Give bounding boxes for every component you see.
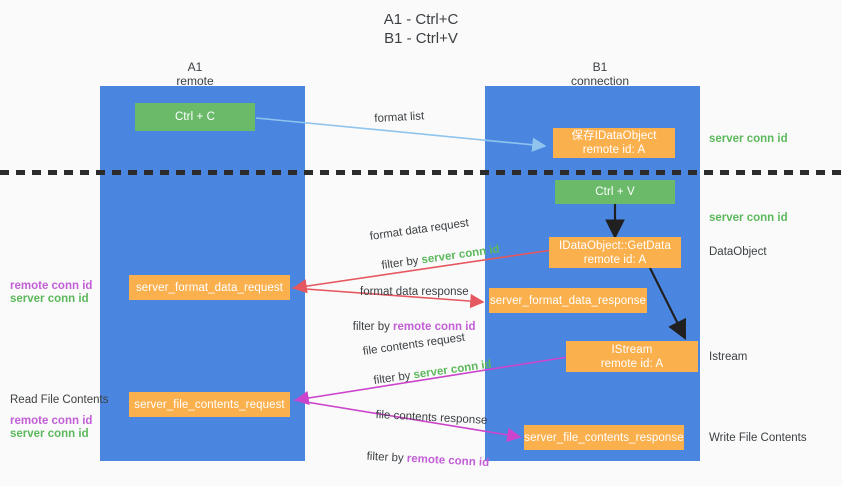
box-idataobject-getdata[interactable]: IDataObject::GetData remote id: A bbox=[549, 237, 681, 268]
label-server-conn-id-mid: server conn id bbox=[709, 212, 788, 224]
filter-by-prefix-2: filter by bbox=[352, 321, 394, 333]
label-remote-conn-id-1: remote conn id bbox=[10, 280, 93, 292]
edge-label-file-contents-response: file contents response bbox=[375, 408, 488, 427]
filter-by-prefix-4: filter by bbox=[366, 450, 408, 465]
box-server-format-data-response[interactable]: server_format_data_response bbox=[489, 288, 647, 313]
phase-divider bbox=[0, 170, 842, 175]
box-server-format-data-request[interactable]: server_format_data_request bbox=[129, 275, 290, 300]
filter-by-prefix-3: filter by bbox=[372, 369, 415, 387]
edge-label-filter-by-remote-conn-id-2: filter by remote conn id bbox=[353, 434, 491, 486]
label-server-conn-id-2: server conn id bbox=[10, 428, 89, 440]
box-save-idataobject[interactable]: 保存IDataObject remote id: A bbox=[553, 128, 675, 158]
filter-by-value-2: remote conn id bbox=[393, 321, 476, 333]
lane-header-b1: B1 connection bbox=[570, 60, 630, 88]
label-write-file-contents: Write File Contents bbox=[709, 432, 807, 444]
box-ctrl-v[interactable]: Ctrl + V bbox=[555, 180, 675, 204]
label-server-conn-id-top: server conn id bbox=[709, 133, 788, 145]
label-remote-conn-id-2: remote conn id bbox=[10, 415, 93, 427]
box-server-file-contents-response[interactable]: server_file_contents_response bbox=[524, 425, 684, 450]
page-title: A1 - Ctrl+C B1 - Ctrl+V bbox=[383, 11, 459, 47]
box-istream[interactable]: IStream remote id: A bbox=[566, 341, 698, 372]
filter-by-value-3: server conn id bbox=[412, 358, 493, 382]
edge-label-format-list: format list bbox=[374, 110, 425, 125]
box-server-file-contents-request[interactable]: server_file_contents_request bbox=[129, 392, 290, 417]
label-istream: Istream bbox=[709, 351, 748, 363]
edge-label-filter-by-remote-conn-id-1: filter by remote conn id bbox=[340, 305, 476, 350]
box-ctrl-c[interactable]: Ctrl + C bbox=[135, 103, 255, 131]
label-read-file-contents: Read File Contents bbox=[10, 394, 109, 406]
lane-header-a1: A1 remote bbox=[176, 60, 214, 88]
filter-by-value-1: server conn id bbox=[420, 243, 501, 267]
edge-label-format-data-response: format data response bbox=[360, 286, 469, 298]
filter-by-prefix-1: filter by bbox=[380, 254, 423, 272]
label-server-conn-id-1: server conn id bbox=[10, 293, 89, 305]
filter-by-value-4: remote conn id bbox=[406, 452, 490, 470]
label-dataobject: DataObject bbox=[709, 246, 767, 258]
